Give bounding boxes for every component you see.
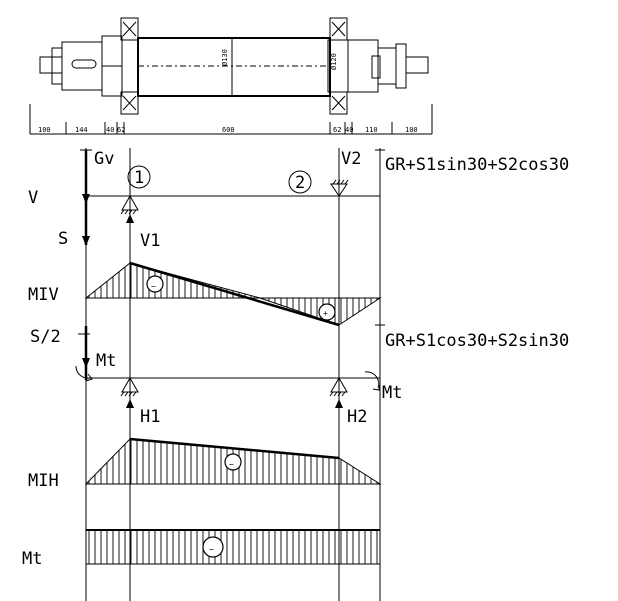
h1-label: H1 bbox=[140, 407, 160, 427]
seg-110: 110 bbox=[365, 126, 378, 134]
support-1-marker bbox=[127, 165, 151, 189]
mt-left-label: Mt bbox=[96, 351, 116, 371]
seg-40-right: 40 bbox=[345, 126, 353, 134]
gr-horizontal-label: GR+S1cos30+S2sin30 bbox=[385, 331, 569, 351]
seg-600: 600 bbox=[222, 126, 235, 134]
mih-label: MIH bbox=[28, 471, 59, 491]
seg-100-left: 100 bbox=[38, 126, 51, 134]
seg-100-right: 100 bbox=[405, 126, 418, 134]
h2-label: H2 bbox=[347, 407, 367, 427]
horizontal-plane-loads: S/2 GR+S1cos30+S2sin30 Mt Mt H1 H2 bbox=[30, 324, 569, 427]
bore-large-label: Ø130 bbox=[221, 49, 229, 66]
shaft-drawing: Ø130 Ø120 100 144 40 62 600 62 bbox=[29, 17, 433, 135]
seg-62-right: 62 bbox=[333, 126, 341, 134]
mt-right-label: Mt bbox=[382, 383, 402, 403]
v-label: V bbox=[28, 188, 38, 208]
mih-minus-sign: − bbox=[229, 460, 234, 469]
seg-40-left: 40 bbox=[106, 126, 114, 134]
mt-minus-sign: − bbox=[209, 545, 214, 554]
mih-diagram: MIH − bbox=[28, 437, 382, 491]
miv-diagram: MIV − + bbox=[28, 261, 382, 327]
v1-label: V1 bbox=[140, 231, 160, 251]
miv-label: MIV bbox=[28, 285, 59, 305]
miv-plus-sign: + bbox=[323, 309, 328, 318]
vertical-plane-loads: Gv 1 2 V2 GR+S1sin30+S2cos30 V S V1 bbox=[28, 149, 569, 255]
mt-diagram: Mt − bbox=[22, 529, 381, 569]
gr-vertical-label: GR+S1sin30+S2cos30 bbox=[385, 155, 569, 175]
bore-small-label: Ø120 bbox=[330, 53, 338, 70]
miv-minus-sign: − bbox=[151, 282, 156, 291]
gv-label: Gv bbox=[94, 149, 114, 169]
support-2-label: 2 bbox=[295, 173, 305, 193]
seg-62-left: 62 bbox=[117, 126, 125, 134]
s-label: S bbox=[58, 229, 68, 249]
s-half-label: S/2 bbox=[30, 327, 61, 347]
v2-label: V2 bbox=[341, 149, 361, 169]
mt-diagram-label: Mt bbox=[22, 549, 42, 569]
support-2-marker bbox=[288, 170, 312, 194]
support-1-label: 1 bbox=[134, 168, 144, 188]
seg-144: 144 bbox=[75, 126, 88, 134]
